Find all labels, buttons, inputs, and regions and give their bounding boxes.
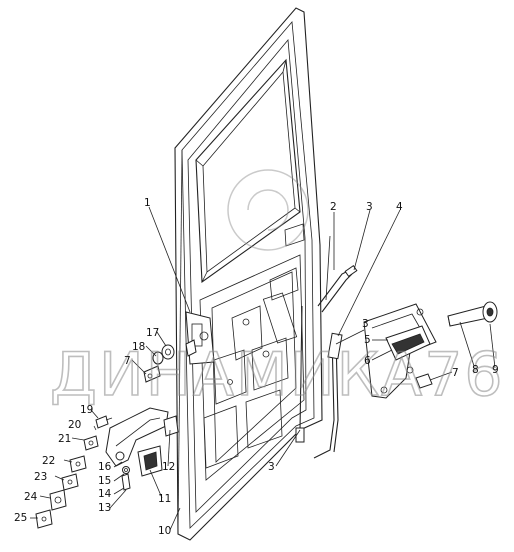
callout-5: 5 — [364, 334, 371, 346]
callout-3-second: 3 — [362, 318, 369, 330]
callout-6: 6 — [364, 355, 371, 367]
callout-10: 10 — [158, 525, 171, 537]
callout-4: 4 — [396, 201, 403, 213]
callout-2: 2 — [330, 201, 337, 213]
callout-18: 18 — [132, 341, 145, 353]
callout-1: 1 — [144, 197, 151, 209]
callout-20: 20 — [68, 419, 81, 431]
callout-8: 8 — [472, 364, 479, 376]
callout-25: 25 — [14, 512, 27, 524]
callout-7-second: 7 — [124, 355, 131, 367]
callout-3-third: 3 — [268, 461, 275, 473]
small-fasteners — [35, 415, 113, 529]
watermark-logo-arc — [247, 189, 289, 231]
door-panel — [174, 7, 323, 541]
callout-19: 19 — [80, 404, 93, 416]
striker-bushings — [143, 339, 197, 383]
callout-14: 14 — [98, 488, 112, 500]
watermark-logo-ring — [227, 169, 309, 251]
callout-15: 15 — [98, 475, 111, 487]
callout-13: 13 — [98, 502, 111, 514]
callout-21: 21 — [58, 433, 71, 445]
callout-22: 22 — [42, 455, 55, 467]
callout-23: 23 — [34, 471, 47, 483]
callout-7: 7 — [452, 367, 459, 379]
outer-handle — [105, 407, 179, 491]
callout-11: 11 — [158, 493, 171, 505]
callout-17: 17 — [146, 327, 159, 339]
callout-24: 24 — [24, 491, 38, 503]
watermark: ДИНАМИКА76 — [50, 340, 505, 410]
callout-labels: 1 2 3 4 3 5 6 7 8 9 17 18 7 19 20 21 22 … — [14, 197, 499, 537]
leader-lines — [30, 206, 496, 531]
callout-16: 16 — [98, 461, 112, 473]
callout-9: 9 — [492, 364, 499, 376]
callout-12: 12 — [162, 461, 175, 473]
callout-3: 3 — [366, 201, 373, 213]
inner-handle-assembly — [363, 303, 437, 399]
hinge-pin — [447, 301, 498, 327]
